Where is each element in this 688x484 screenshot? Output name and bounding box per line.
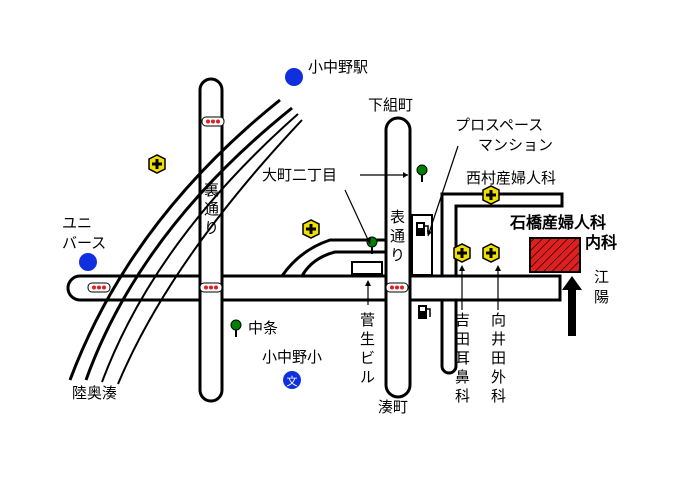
yoshida-char-5: 科 <box>455 387 470 405</box>
shimogumi-label: 下組町 <box>368 96 413 114</box>
omote-char-1: 表 <box>390 208 405 226</box>
school-icon: 文 <box>283 371 301 389</box>
north-arrow-icon <box>562 276 582 336</box>
station-dot-icon <box>79 253 97 271</box>
pars-label: バース <box>62 234 106 252</box>
pharmacy-cross-icon <box>482 243 500 263</box>
chujo-label: 中条 <box>248 319 278 337</box>
roads <box>66 77 564 403</box>
main-road <box>66 274 562 302</box>
station-dot-icon <box>285 68 303 86</box>
ura-char-3: り <box>204 219 219 237</box>
omachi-label: 大町二丁目 <box>262 166 337 184</box>
tree-icon <box>230 319 242 337</box>
school-label: 小中野小 <box>262 348 322 366</box>
leader-lines <box>344 145 501 310</box>
pharmacy-cross-icon <box>302 219 320 239</box>
mukai-char-2: 井 <box>491 330 506 348</box>
station-label: 小中野駅 <box>308 58 368 76</box>
pharmacy-cross-icon <box>148 154 166 174</box>
fuel-pump-icon <box>418 305 431 319</box>
sugo-char-1: 菅 <box>360 311 375 329</box>
mukai-char-5: 科 <box>491 387 506 405</box>
sugo-char-3: ビ <box>360 349 375 367</box>
ura-road <box>198 77 224 403</box>
railway <box>68 98 303 385</box>
traffic-signal-icon <box>385 282 409 293</box>
minato-label: 湊町 <box>378 398 408 416</box>
omachi-road <box>279 238 388 278</box>
prospace-label: プロスペース <box>455 116 543 134</box>
mukai-char-1: 向 <box>491 311 506 329</box>
mansion-label: マンション <box>478 136 553 154</box>
yoshida-char-2: 田 <box>455 330 470 348</box>
e-label: 江 <box>594 268 609 286</box>
traffic-signal-icon <box>199 282 223 293</box>
ura-char-1: 裏 <box>204 181 219 199</box>
sugo-char-4: ル <box>360 368 375 386</box>
mutsu-label: 陸奥湊 <box>72 384 117 402</box>
ishibashi-label: 石橋産婦人科 <box>509 213 606 232</box>
sugo-building <box>351 261 383 275</box>
mukai-char-3: 田 <box>491 349 506 367</box>
yo-label: 陽 <box>594 288 609 306</box>
traffic-signal-icon <box>87 282 111 293</box>
tree-icon <box>416 164 428 182</box>
mukai-char-4: 外 <box>491 368 506 386</box>
yoshida-char-4: 鼻 <box>455 368 470 386</box>
omote-char-3: り <box>390 246 405 264</box>
naika-label: 内科 <box>585 233 617 252</box>
nishimura-label: 西村産婦人科 <box>466 169 556 187</box>
omote-char-2: 通 <box>390 227 405 245</box>
right-loop-road <box>440 192 564 278</box>
omote-road <box>384 116 412 399</box>
yoshida-char-3: 耳 <box>455 349 470 367</box>
ura-char-2: 通 <box>204 200 219 218</box>
pharmacy-cross-icon <box>482 185 500 205</box>
traffic-signal-icon <box>201 116 225 127</box>
sugo-char-2: 生 <box>360 330 375 348</box>
yoshida-char-1: 吉 <box>455 311 470 329</box>
lower-right-road <box>440 298 458 375</box>
pharmacy-cross-icon <box>453 243 471 263</box>
hospital-building-icon <box>529 237 581 273</box>
svg-text:文: 文 <box>287 374 298 388</box>
uni-label: ユニ <box>62 214 92 232</box>
